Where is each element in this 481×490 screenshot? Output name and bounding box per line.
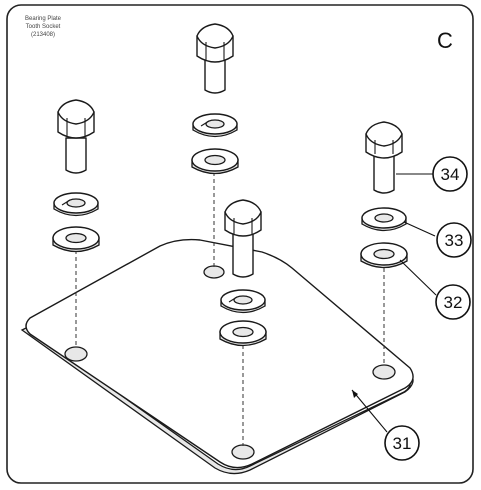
bearing-plate [20,238,414,475]
caption-line-1: Bearing Plate [25,16,62,22]
plate-hole-left [64,346,88,362]
callout-34-label: 34 [441,165,460,184]
lock-washer-front [220,289,266,314]
bolt-left [57,99,95,174]
alignment-lines [75,172,385,446]
callout-32-label: 32 [444,293,463,312]
callout-31: 31 [351,389,420,461]
flat-washer-right [360,242,408,269]
panel-letter: C [437,28,453,53]
callout-34: 34 [396,156,468,192]
caption-block: Bearing Plate Tooth Socket (213408) [25,16,62,38]
bolt-back [196,23,234,94]
callout-31-label: 31 [393,434,412,453]
flat-washer-front [219,320,267,347]
callout-32: 32 [399,259,471,320]
callout-33: 33 [403,221,472,258]
plate-surface [25,238,414,469]
lock-washer-right [361,207,407,232]
lock-washer-left [53,192,99,217]
flat-washer-back [191,148,239,175]
caption-line-2: Tooth Socket [26,24,61,30]
lock-washer-back [192,113,238,138]
bolt-front [224,199,262,278]
bolt-right [365,121,403,194]
plate-hole-front [231,444,255,460]
flat-washer-left [52,226,100,253]
callout-33-label: 33 [445,231,464,250]
plate-hole-back [203,265,225,279]
plate-hole-right [372,364,396,380]
caption-line-3: (213408) [31,32,55,38]
